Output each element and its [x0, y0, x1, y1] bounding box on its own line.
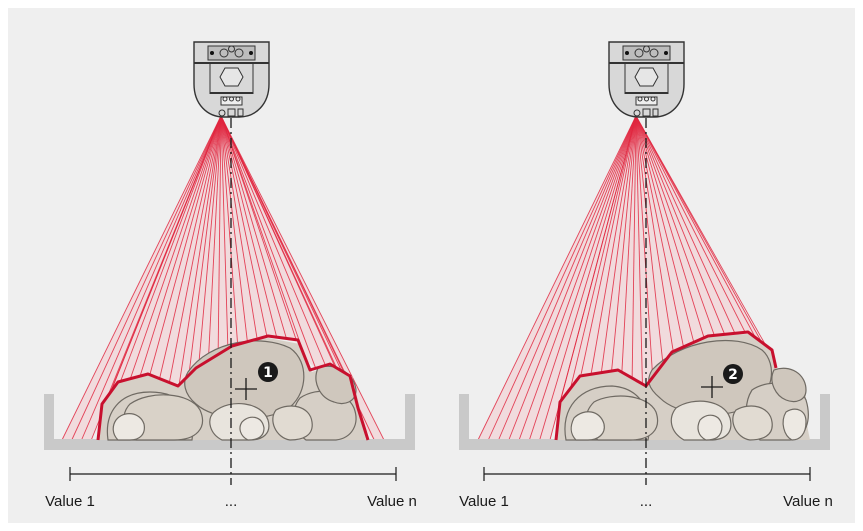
laser-beam-line	[139, 115, 222, 377]
left-axis-start-label: Value 1	[45, 493, 95, 510]
laser-beam-line	[220, 115, 326, 366]
laser-beam-line	[635, 115, 674, 352]
laser-beam-line	[635, 115, 684, 347]
laser-beam-line	[611, 115, 637, 372]
left-scene: 1 Value 1 ... Value n	[44, 41, 417, 510]
laser-beam-line	[487, 115, 637, 441]
laser-beam-line	[635, 115, 736, 334]
laser-beam-line	[220, 115, 287, 339]
laser-beam-line	[528, 115, 637, 441]
laser-beam-line	[149, 115, 222, 375]
laser-beam-line	[559, 115, 637, 402]
left-laser-beams	[61, 115, 385, 441]
laser-beam-line	[635, 115, 664, 364]
laser-beam-line	[220, 115, 278, 338]
laser-beam-line	[508, 115, 637, 441]
laser-beam-line	[220, 115, 268, 337]
laser-beam-line	[220, 115, 385, 441]
beam-area	[62, 116, 384, 440]
right-sensor-icon	[608, 41, 685, 118]
left-container	[44, 394, 415, 450]
laser-beam-line	[477, 115, 637, 441]
laser-beam-line	[220, 115, 229, 349]
right-marker-badge: 2	[723, 364, 743, 384]
right-value-axis	[483, 467, 811, 481]
right-crosshair-icon	[701, 376, 723, 398]
laser-beam-line	[580, 115, 637, 376]
laser-beam-line	[178, 115, 222, 385]
laser-beam-line	[635, 115, 756, 338]
laser-beam-line	[635, 115, 715, 336]
laser-beam-line	[635, 115, 643, 384]
right-axis-end-label: Value n	[783, 493, 833, 510]
left-surface-profile	[96, 334, 370, 441]
laser-beam-line	[129, 115, 222, 379]
laser-beam-line	[570, 115, 637, 389]
left-value-axis	[69, 467, 397, 481]
laser-beam-line	[600, 115, 637, 373]
left-axis-end-label: Value n	[367, 493, 417, 510]
laser-beam-line	[635, 115, 654, 378]
left-marker-badge: 1	[258, 362, 278, 382]
laser-beam-line	[635, 115, 777, 369]
laser-beam-line	[61, 115, 222, 441]
laser-beam-line	[220, 115, 307, 360]
left-axis-mid-label: ...	[225, 493, 238, 510]
laser-beam-line	[539, 115, 637, 441]
right-material-pile	[556, 334, 810, 441]
laser-beam-line	[81, 115, 222, 441]
right-axis-start-label: Value 1	[459, 493, 509, 510]
right-axis-mid-label: ...	[640, 493, 653, 510]
laser-beam-line	[220, 115, 258, 340]
laser-beam-line	[168, 115, 222, 383]
left-crosshair-icon	[235, 378, 257, 400]
laser-beam-line	[207, 115, 222, 361]
laser-beam-line	[631, 115, 637, 379]
laser-beam-line	[220, 115, 248, 342]
laser-beam-line	[518, 115, 637, 441]
right-laser-beams	[477, 115, 777, 441]
laser-beam-line	[635, 115, 746, 333]
laser-beam-line	[498, 115, 637, 441]
laser-beam-line	[110, 115, 222, 393]
right-surface-profile	[554, 330, 778, 441]
laser-beam-line	[188, 115, 222, 376]
left-sensor-icon	[193, 41, 270, 118]
laser-beam-line	[217, 115, 222, 355]
laser-beam-line	[635, 115, 705, 338]
laser-beam-line	[590, 115, 637, 375]
left-marker-number: 1	[263, 365, 273, 381]
laser-beam-line	[621, 115, 637, 373]
laser-beam-line	[120, 115, 222, 382]
laser-beam-line	[159, 115, 222, 379]
right-scene: 2 Value 1 ... Value n	[459, 41, 833, 510]
left-material-pile	[98, 338, 366, 441]
laser-beam-line	[71, 115, 222, 441]
laser-beam-line	[198, 115, 222, 367]
right-marker-number: 2	[728, 367, 738, 383]
laser-beam-line	[220, 115, 239, 345]
right-container	[459, 394, 830, 450]
laser-beam-line	[635, 115, 726, 335]
laser-beam-line	[220, 115, 317, 369]
